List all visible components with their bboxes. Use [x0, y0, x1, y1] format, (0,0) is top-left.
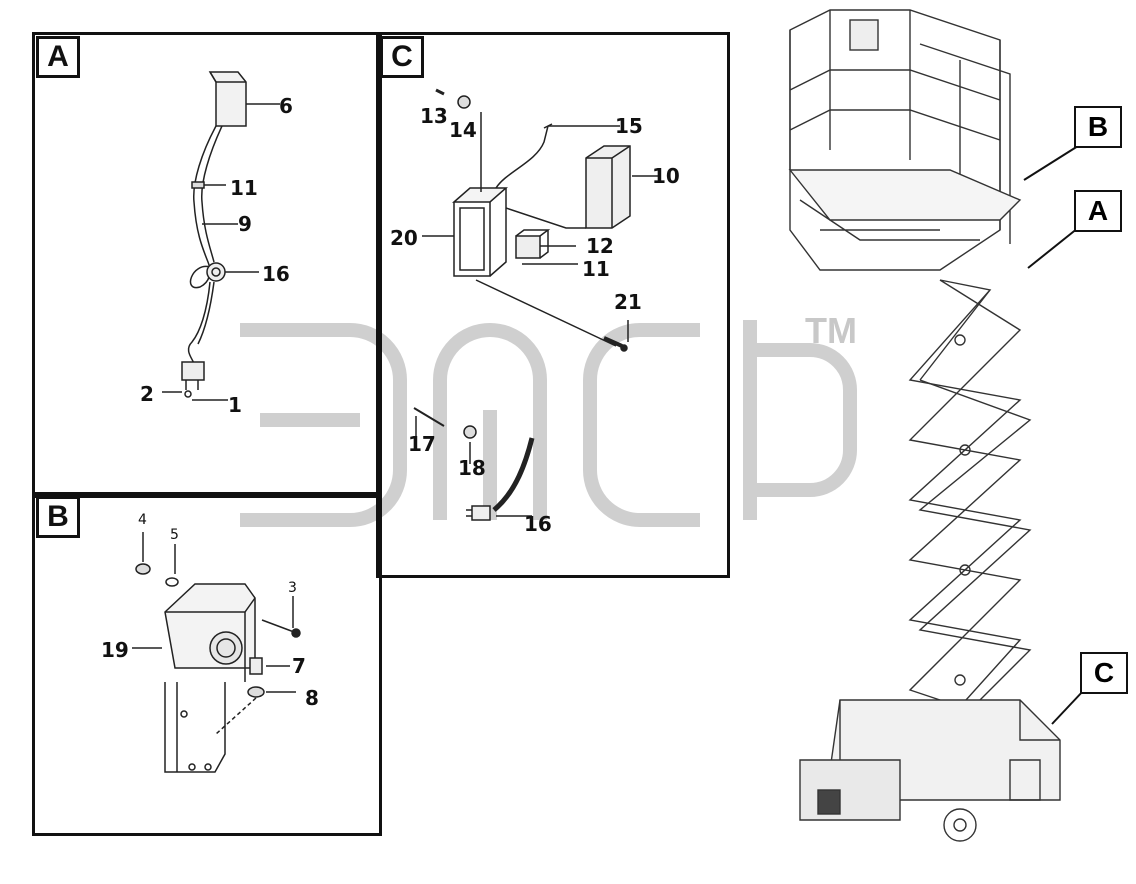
panel-c-callout-21: 21 [614, 290, 642, 314]
panel-a-callout-11: 11 [230, 176, 258, 200]
panel-a [32, 32, 382, 498]
panel-b-drawing [132, 532, 301, 773]
panel-a-tag: A [36, 36, 80, 78]
panel-c-callout-16: 16 [524, 512, 552, 536]
scissor-lift-illustration [788, 9, 1085, 842]
panel-a-callout-6: 6 [279, 94, 293, 118]
panel-c-callout-10: 10 [652, 164, 680, 188]
panel-c-callout-13: 13 [420, 104, 448, 128]
panel-c-tag: C [380, 36, 424, 78]
panel-b-callout-5: 5 [170, 527, 179, 543]
panel-b-callout-3: 3 [288, 580, 297, 596]
panel-a-callout-1: 1 [228, 393, 242, 417]
watermark-logo [240, 320, 857, 527]
panel-b-tag: B [36, 496, 80, 538]
panel-c-callout-17: 17 [408, 432, 436, 456]
panel-a-callout-16: 16 [262, 262, 290, 286]
panel-b-callout-19: 19 [101, 638, 129, 662]
panel-b-callout-4: 4 [138, 512, 147, 528]
panel-c-drawing [413, 88, 660, 521]
machine-tag-c: C [1080, 652, 1128, 694]
machine-tag-a: A [1074, 190, 1122, 232]
panel-b-callout-7: 7 [292, 654, 306, 678]
panel-b [32, 492, 382, 836]
panel-a-callout-9: 9 [238, 212, 252, 236]
machine-tag-b: B [1074, 106, 1122, 148]
panel-b-callout-8: 8 [305, 686, 319, 710]
panel-c-callout-18: 18 [458, 456, 486, 480]
panel-c-callout-20: 20 [390, 226, 418, 250]
panel-c-callout-15: 15 [615, 114, 643, 138]
watermark-tm: TM [805, 310, 857, 351]
panel-c-callout-14: 14 [449, 118, 477, 142]
panel-a-callout-2: 2 [140, 382, 154, 406]
panel-c-callout-12: 12 [586, 234, 614, 258]
panel-c [376, 32, 730, 578]
panel-c-callout-11: 11 [582, 257, 610, 281]
panel-a-drawing [162, 71, 280, 401]
